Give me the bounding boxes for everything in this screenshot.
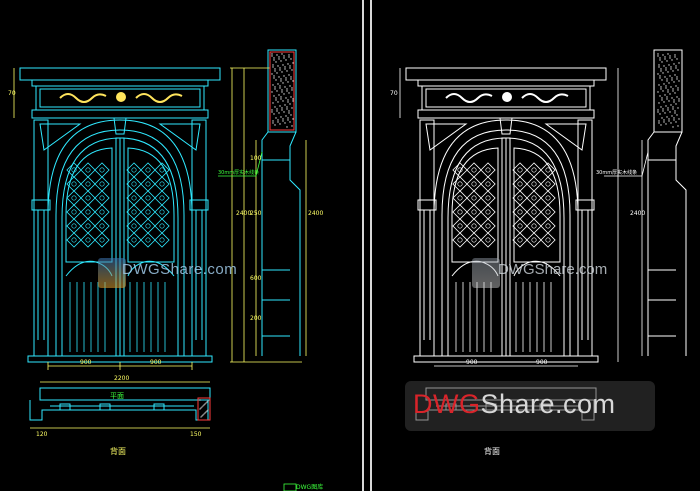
watermark-big: DWGShare.com <box>405 381 655 431</box>
dim-total-height: 2400 <box>236 210 251 217</box>
dim-plan-right: 150 <box>190 431 202 438</box>
dim-top-height: 70 <box>8 90 16 97</box>
plan-stipple <box>197 397 211 421</box>
left-lower-bars <box>69 282 106 352</box>
elevation-caption-r: 背面 <box>484 446 500 456</box>
watermark-logo-icon-r <box>472 258 500 288</box>
right-lattice <box>126 162 170 248</box>
dim-side-c: 600 <box>250 275 262 282</box>
plan-label: 平面 <box>110 392 124 400</box>
keystone <box>113 117 127 135</box>
threshold <box>27 355 213 363</box>
left-pilaster <box>33 119 49 357</box>
watermark-small-left: DWGShare.com <box>98 258 248 292</box>
viewport-divider-2[interactable] <box>370 0 372 491</box>
watermark-logo-icon <box>98 258 126 288</box>
dim-top-height-r: 70 <box>390 90 398 97</box>
leader-line <box>218 151 263 177</box>
plan-outline <box>39 387 211 401</box>
watermark-big-grey: Share.com <box>480 389 616 419</box>
left-elevation-drawing: 70 2400 900 900 100 250 600 200 2400 220… <box>8 49 323 491</box>
outer-arch <box>47 119 193 356</box>
dim-left-leaf: 900 <box>80 359 92 366</box>
dim-total-height-r: 2400 <box>630 210 645 217</box>
footer-label: DWG图库 <box>296 483 323 491</box>
dim-side-a: 100 <box>250 155 262 162</box>
material-callout: 30mm厚实木线条 <box>218 169 259 176</box>
dim-side-d: 200 <box>250 315 262 322</box>
footer-box <box>283 483 297 491</box>
dim-plan-left: 120 <box>36 431 48 438</box>
right-wave-rail <box>127 260 175 277</box>
left-spandrel <box>39 123 82 151</box>
watermark-big-red: DWG <box>413 389 481 419</box>
section-top <box>267 49 297 133</box>
dim-right-leaf: 900 <box>150 359 162 366</box>
viewport-divider-1[interactable] <box>362 0 364 491</box>
dim-total-height-2: 2400 <box>308 210 323 217</box>
right-spandrel <box>158 123 201 151</box>
lintel <box>31 109 209 119</box>
watermark-big-text: DWGShare.com <box>413 389 616 420</box>
left-lattice-frame <box>65 147 113 263</box>
dim-plan-width: 2200 <box>114 375 129 382</box>
material-callout-r: 30mm厚实木线条 <box>596 169 637 176</box>
watermark-text: DWGShare.com <box>122 261 238 278</box>
frieze-carving <box>59 92 183 103</box>
right-lower-bars <box>129 282 166 352</box>
section-stipple <box>269 51 295 131</box>
frieze-inner <box>39 88 201 108</box>
plan-profile <box>29 400 209 421</box>
dim-side-b: 250 <box>250 210 262 217</box>
cornice-top <box>19 67 221 81</box>
watermark-text-r: DWGShare.com <box>498 261 608 278</box>
cornice-band <box>31 79 209 87</box>
left-lattice <box>66 162 110 248</box>
watermark-small-right: DWGShare.com <box>472 258 632 292</box>
elevation-caption: 背面 <box>110 446 126 456</box>
section-profile <box>261 131 269 356</box>
right-lattice-frame <box>127 147 175 263</box>
dim-left-leaf-r: 900 <box>466 359 478 366</box>
middle-arch <box>55 129 185 356</box>
right-pilaster <box>191 119 207 357</box>
dim-right-leaf-r: 900 <box>536 359 548 366</box>
